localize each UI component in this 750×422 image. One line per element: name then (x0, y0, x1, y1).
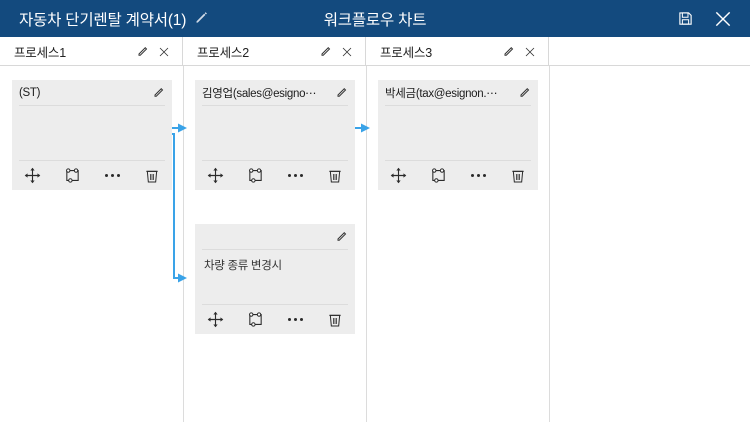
more-icon[interactable] (102, 166, 122, 186)
column-actions-2 (319, 45, 353, 58)
pencil-icon[interactable] (502, 45, 515, 58)
delete-icon[interactable] (325, 310, 345, 330)
pencil-icon[interactable] (136, 45, 149, 58)
more-icon[interactable] (468, 166, 488, 186)
connect-icon[interactable] (428, 166, 448, 186)
column-title-3: 프로세스3 (380, 46, 432, 60)
column-header-1[interactable]: 프로세스1 (0, 37, 183, 66)
card-3-actions (385, 160, 531, 190)
document-title: 자동차 단기렌탈 계약서(1) (19, 11, 187, 29)
connect-icon[interactable] (62, 166, 82, 186)
column-header-2[interactable]: 프로세스2 (183, 37, 366, 66)
title-bar: 자동차 단기렌탈 계약서(1) 워크플로우 차트 (0, 0, 750, 37)
column-header-3[interactable]: 프로세스3 (366, 37, 549, 66)
column-title-2: 프로세스2 (197, 46, 249, 60)
card-2-title: 김영업(sales@esigno⋯ (202, 87, 317, 100)
move-icon[interactable] (205, 310, 225, 330)
delete-icon[interactable] (325, 166, 345, 186)
column-divider-1 (183, 66, 184, 422)
card-3[interactable]: 박세금(tax@esignon.⋯ (378, 80, 538, 190)
move-icon[interactable] (388, 166, 408, 186)
card-4[interactable]: 차량 종류 변경시 (195, 224, 355, 334)
close-icon[interactable] (523, 45, 536, 58)
pencil-icon[interactable] (194, 11, 209, 26)
title-bar-actions (674, 8, 734, 30)
close-icon[interactable] (712, 8, 734, 30)
card-3-header: 박세금(tax@esignon.⋯ (385, 80, 531, 106)
delete-icon[interactable] (142, 166, 162, 186)
card-2[interactable]: 김영업(sales@esigno⋯ (195, 80, 355, 190)
close-icon[interactable] (157, 45, 170, 58)
card-2-body (195, 106, 355, 158)
card-3-title: 박세금(tax@esignon.⋯ (385, 87, 498, 100)
card-1-body (12, 106, 172, 158)
close-icon[interactable] (340, 45, 353, 58)
column-title-1: 프로세스1 (14, 46, 66, 60)
pencil-icon[interactable] (518, 86, 531, 99)
column-header-row: 프로세스1 프로세스2 (0, 37, 750, 66)
move-icon[interactable] (22, 166, 42, 186)
delete-icon[interactable] (508, 166, 528, 186)
pencil-icon[interactable] (335, 86, 348, 99)
connect-icon[interactable] (245, 310, 265, 330)
connect-icon[interactable] (245, 166, 265, 186)
title-bar-left: 자동차 단기렌탈 계약서(1) (19, 8, 209, 30)
column-actions-1 (136, 45, 170, 58)
save-icon[interactable] (674, 8, 696, 30)
more-icon[interactable] (285, 310, 305, 330)
pencil-icon[interactable] (335, 230, 348, 243)
card-4-header (202, 224, 348, 250)
card-1[interactable]: (ST) (12, 80, 172, 190)
column-divider-2 (366, 66, 367, 422)
card-2-header: 김영업(sales@esigno⋯ (202, 80, 348, 106)
column-divider-3 (549, 66, 550, 422)
column-actions-3 (502, 45, 536, 58)
move-icon[interactable] (205, 166, 225, 186)
board-canvas: (ST) (0, 66, 750, 422)
card-4-body: 차량 종류 변경시 (204, 260, 282, 272)
pencil-icon[interactable] (152, 86, 165, 99)
card-1-actions (19, 160, 165, 190)
pencil-icon[interactable] (319, 45, 332, 58)
card-2-actions (202, 160, 348, 190)
card-1-header: (ST) (19, 80, 165, 106)
card-4-actions (202, 304, 348, 334)
card-1-title: (ST) (19, 86, 41, 99)
more-icon[interactable] (285, 166, 305, 186)
card-3-body (378, 106, 538, 158)
